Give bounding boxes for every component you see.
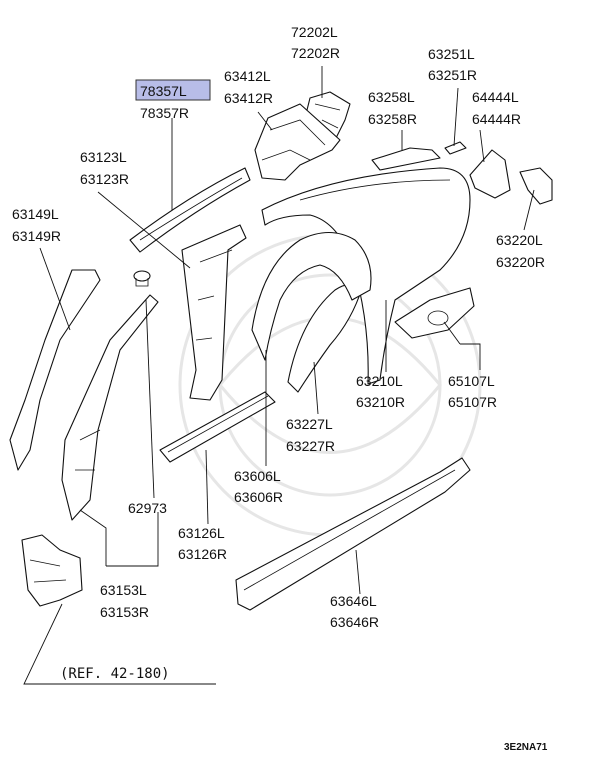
label-63220l[interactable]: 63220L	[496, 232, 543, 248]
label-63646l[interactable]: 63646L	[330, 593, 377, 609]
label-63251r[interactable]: 63251R	[428, 67, 477, 83]
label-63123l[interactable]: 63123L	[80, 149, 127, 165]
label-63251l[interactable]: 63251L	[428, 46, 475, 62]
part-78357-roof-rail[interactable]	[129, 167, 251, 253]
part-63123-center-pillar[interactable]	[181, 224, 247, 401]
label-72202l[interactable]: 72202L	[291, 24, 338, 40]
part-ref-42-180-bracket[interactable]	[21, 534, 83, 607]
label-63412l[interactable]: 63412L	[224, 68, 271, 84]
label-63227l[interactable]: 63227L	[286, 416, 333, 432]
part-63646-side-sill[interactable]	[235, 457, 471, 611]
label-reference[interactable]: (REF. 42-180)	[60, 666, 170, 682]
part-63149-front-pillar[interactable]	[9, 269, 101, 471]
label-63126l[interactable]: 63126L	[178, 525, 225, 541]
label-63210r[interactable]: 63210R	[356, 394, 405, 410]
label-63149r[interactable]: 63149R	[12, 228, 61, 244]
label-63126r[interactable]: 63126R	[178, 546, 227, 562]
label-63153r[interactable]: 63153R	[100, 604, 149, 620]
label-63606l[interactable]: 63606L	[234, 468, 281, 484]
part-63258-panel[interactable]	[371, 147, 441, 171]
label-64444l[interactable]: 64444L	[472, 89, 519, 105]
part-63606-inner-panel[interactable]	[251, 231, 372, 361]
label-63258l[interactable]: 63258L	[368, 89, 415, 105]
part-62973-grommet[interactable]	[133, 270, 151, 287]
part-63220-extension[interactable]	[519, 167, 553, 205]
part-64444-bracket[interactable]	[469, 149, 511, 199]
part-labels: 72202L 72202R 78357L 78357R 63412L 63412…	[12, 24, 548, 753]
label-63123r[interactable]: 63123R	[80, 171, 129, 187]
diagram-code: 3E2NA71	[504, 742, 548, 753]
label-62973[interactable]: 62973	[128, 500, 167, 516]
part-63153-pillar-lower[interactable]	[61, 294, 159, 521]
label-64444r[interactable]: 64444R	[472, 111, 521, 127]
highlight-box	[135, 79, 211, 101]
label-63220r[interactable]: 63220R	[496, 254, 545, 270]
part-65107-fuel-lid[interactable]	[394, 287, 475, 339]
part-63412-reinforcement[interactable]	[254, 103, 341, 181]
label-63412r[interactable]: 63412R	[224, 90, 273, 106]
part-63251-clip[interactable]	[444, 141, 467, 155]
label-63606r[interactable]: 63606R	[234, 489, 283, 505]
part-63126-rocker-inner[interactable]	[159, 391, 276, 463]
label-65107r[interactable]: 65107R	[448, 394, 497, 410]
label-63258r[interactable]: 63258R	[368, 111, 417, 127]
label-65107l[interactable]: 65107L	[448, 373, 495, 389]
label-63646r[interactable]: 63646R	[330, 614, 379, 630]
label-63210l[interactable]: 63210L	[356, 373, 403, 389]
label-63149l[interactable]: 63149L	[12, 206, 59, 222]
label-63227r[interactable]: 63227R	[286, 438, 335, 454]
label-78357l[interactable]: 78357L	[140, 83, 187, 99]
label-63153l[interactable]: 63153L	[100, 582, 147, 598]
label-72202r[interactable]: 72202R	[291, 45, 340, 61]
part-63227-wheelhouse[interactable]	[287, 283, 363, 393]
leader-lines	[23, 66, 535, 685]
label-78357r[interactable]: 78357R	[140, 105, 189, 121]
